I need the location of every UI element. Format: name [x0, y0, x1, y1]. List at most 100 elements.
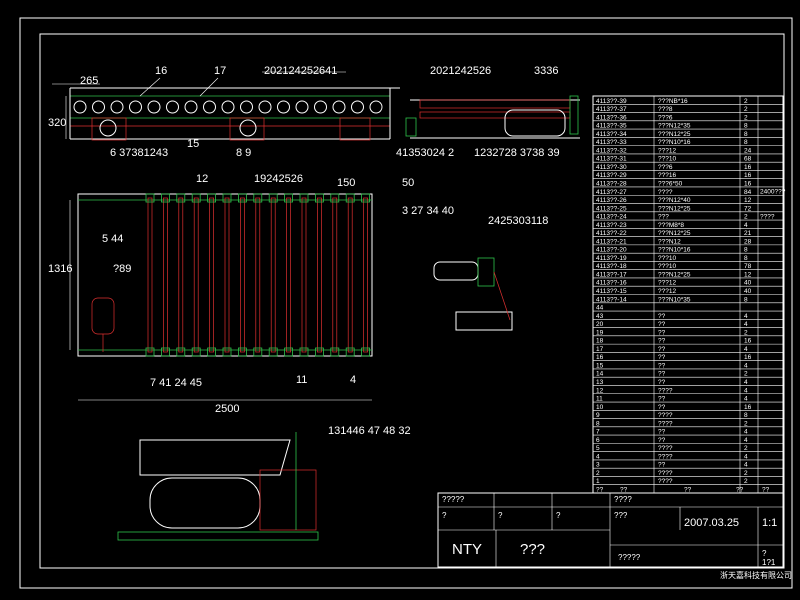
bom-row-qty: 84	[744, 189, 752, 196]
bom-row-qty: 12	[744, 197, 752, 204]
bom-row-name: ???N12	[658, 238, 681, 245]
roller-bearing	[314, 193, 324, 203]
bom-row-no: 4113??-28	[596, 180, 627, 187]
large-detail-view: 131446 47 48 32	[117, 425, 411, 541]
dim-2500: 2500	[215, 403, 239, 415]
roller	[129, 100, 142, 114]
bom-row2-qty: 4	[744, 346, 748, 353]
plan-view: 1316 2500 12 19242526 150 50 3 27 34 40 …	[48, 173, 454, 415]
roller-bearing	[207, 347, 217, 357]
bom-row-no: 4113??-30	[596, 164, 627, 171]
bom-row2-qty: 2	[744, 420, 748, 427]
bom-row2-name: ????	[658, 412, 673, 419]
title-block-mid-label: ???	[614, 511, 628, 520]
dim-265: 265	[80, 75, 98, 87]
bom-row-name: ???6	[658, 164, 673, 171]
bom-row-qty: 16	[744, 180, 752, 187]
roller	[295, 100, 309, 114]
roller	[240, 100, 253, 114]
bom-row-name: ???N10*35	[658, 296, 691, 303]
bom-row-name: ???	[658, 214, 669, 221]
bom-row2-no: 8	[596, 420, 600, 427]
bom-footer-cell: ??	[736, 487, 744, 494]
bom-row2-no: 10	[596, 404, 604, 411]
label-top-parts: 2021242526​41	[264, 65, 337, 77]
bom-row2-no: 6	[596, 437, 600, 444]
bom-row2-no: 7	[596, 429, 600, 436]
bom-row-qty: 28	[744, 238, 752, 245]
roller-bearing	[207, 193, 217, 203]
bom-row-qty: 40	[744, 288, 752, 295]
small-detail-view: 2425303118	[433, 215, 548, 331]
bom-row-no: 4113??-29	[596, 172, 627, 179]
roller	[351, 100, 364, 114]
roller-tube	[255, 197, 261, 353]
bom-row2-no: 18	[596, 338, 604, 345]
bom-row-qty: 12	[744, 271, 752, 278]
title-block-top-left: ?????	[442, 495, 465, 504]
roller	[110, 100, 124, 114]
bom-row2-name: ??	[658, 371, 666, 378]
bom-row-no: 4113??-36	[596, 114, 627, 121]
title-block-top-mid: ????	[614, 495, 632, 504]
roller-bearing	[284, 347, 294, 357]
label-plan-top: 19242526	[254, 173, 303, 185]
bom-row-name: ???N10*16	[658, 139, 691, 146]
bom-row-name: ???N12*25	[658, 271, 691, 278]
bom-row2-no: 2	[596, 470, 600, 477]
roller-tube	[286, 197, 291, 353]
title-block-cell: ?	[556, 511, 561, 520]
bom-row-qty: 72	[744, 205, 752, 212]
label-4: 4	[350, 374, 356, 386]
bom-row2-no: 12	[596, 387, 604, 394]
label-bottom-left: 6 37381243	[110, 147, 168, 159]
dim-50: 50	[402, 177, 414, 189]
top-elevation-view: 265 320 16 17 2021242526​41 15 6 3738124…	[48, 65, 400, 159]
roller-bearing	[268, 347, 278, 357]
bom-row2-name: ??	[658, 379, 666, 386]
bom-row2-name: ??	[658, 437, 666, 444]
bom-footer-cell: ??	[762, 487, 770, 494]
bom-row2-no: 11	[596, 396, 603, 403]
bom-row-name: ???12	[658, 280, 676, 287]
company-name: 浙天嘉科技有限公司	[720, 570, 792, 580]
roller-bearing	[284, 193, 294, 203]
bom-row-qty: 2	[744, 98, 748, 105]
bom-row2-qty: 16	[744, 338, 752, 345]
bom-row-no: 4113??-14	[596, 296, 627, 303]
bom-row-qty: 2	[744, 106, 748, 113]
label-16: 16	[155, 65, 167, 77]
bom-row-qty: 8	[744, 123, 748, 130]
roller-bearing	[330, 347, 340, 357]
bom-row-qty: 2	[744, 214, 748, 221]
label-bottom-mid: 8 9	[236, 147, 251, 159]
bom-row-no: 4113??-16	[596, 280, 627, 287]
roller-tube	[163, 197, 168, 353]
bom-row2-no: 9	[596, 412, 600, 419]
bom-row2-qty: 4	[744, 379, 748, 386]
side-label-top-right: 3336	[534, 65, 558, 77]
roller-bearing	[237, 347, 247, 357]
roller-bearing	[299, 347, 309, 357]
title-block-date: 2007.03.25	[684, 517, 739, 529]
label-15: 15	[187, 138, 199, 150]
title-block-sheet-total: 1?1	[762, 558, 776, 567]
bom-row-name: ???N10*16	[658, 247, 691, 254]
roller-bearing	[191, 193, 201, 203]
dim-150: 150	[337, 177, 355, 189]
roller	[203, 100, 216, 114]
title-block-sheet: ?	[762, 549, 767, 558]
bom-row2-name: ??	[658, 313, 666, 320]
bom-row-no: 4113??-32	[596, 147, 627, 154]
roller-tube	[240, 197, 245, 353]
bom-row-qty: 16	[744, 164, 752, 171]
bom-row2-qty: 4	[744, 453, 748, 460]
inner-border	[39, 33, 785, 569]
bom-row2-name: ??	[658, 346, 666, 353]
bom-row-name: ???10	[658, 263, 676, 270]
bom-row-qty: 68	[744, 156, 752, 163]
bom-row-name: ???8	[658, 106, 673, 113]
small-detail-label: 2425303118	[488, 215, 548, 227]
bom-row-no: 4113??-20	[596, 247, 627, 254]
